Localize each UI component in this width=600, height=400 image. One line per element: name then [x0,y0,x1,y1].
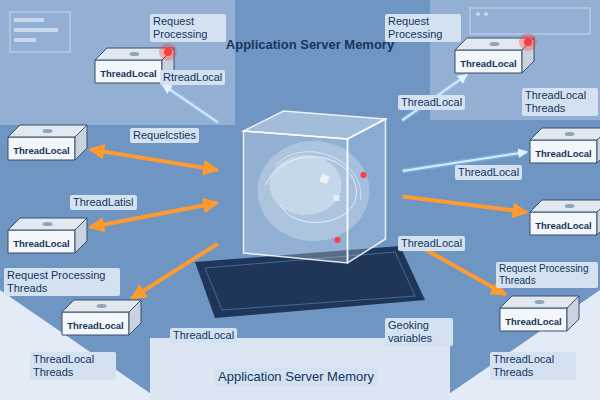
connector-arrow [90,149,218,170]
annotation-label: ThreadLocal Threads [490,352,576,380]
annotation-label: ThreadLocal [170,328,237,343]
annotation-label: Requelcsties [130,128,199,143]
annotation-label: ThreadLocal [398,95,465,110]
threadlocal-cube: ThreadLocal [530,128,600,163]
cube-label: ThreadLocal [67,320,124,331]
threadlocal-cube: ThreadLocal [8,218,87,253]
connector-arrow [402,197,527,213]
cube-label: ThreadLocal [535,148,592,159]
threadlocal-cube: ThreadLocal [8,125,87,160]
cube-label: ThreadLocal [13,238,70,249]
cube-label: ThreadLocal [13,145,70,156]
annotation-label: RtreadLocal [160,70,225,85]
annotation-label: Request Processing Threads [4,268,120,296]
connector-arrow [132,244,218,299]
connector-arrow [163,85,218,123]
annotation-label: Request Processing Threads [496,262,598,288]
glass-cube [220,35,401,270]
cube-label: ThreadLocal [535,220,592,231]
annotation-label: Request Processing [385,14,461,42]
annotation-label: Geoking variables [385,318,453,346]
annotation-label: ThreadLocal Threads [30,352,116,380]
threadlocal-cube: ThreadLocal [62,300,141,335]
threadlocal-cube: ThreadLocal [500,296,579,331]
cube-label: ThreadLocal [505,316,562,327]
threadlocal-cube: ThreadLocal [455,38,534,73]
annotation-label: Application Server Memory [215,368,377,386]
memory-cube: Application Server Memory [220,35,401,270]
memory-title: Application Server Memory [226,37,394,52]
annotation-label: ThreadLatisl [70,195,137,210]
annotation-label: Request Processing [150,14,226,42]
threadlocal-cube: ThreadLocal [530,200,600,235]
cube-label: ThreadLocal [460,58,517,69]
annotation-label: ThreadLocal [398,236,465,251]
cube-label: ThreadLocal [100,68,157,79]
annotation-label: ThreadLocal Threads [522,88,598,116]
annotation-label: ThreadLocal [455,165,522,180]
connector-glow [163,85,218,123]
